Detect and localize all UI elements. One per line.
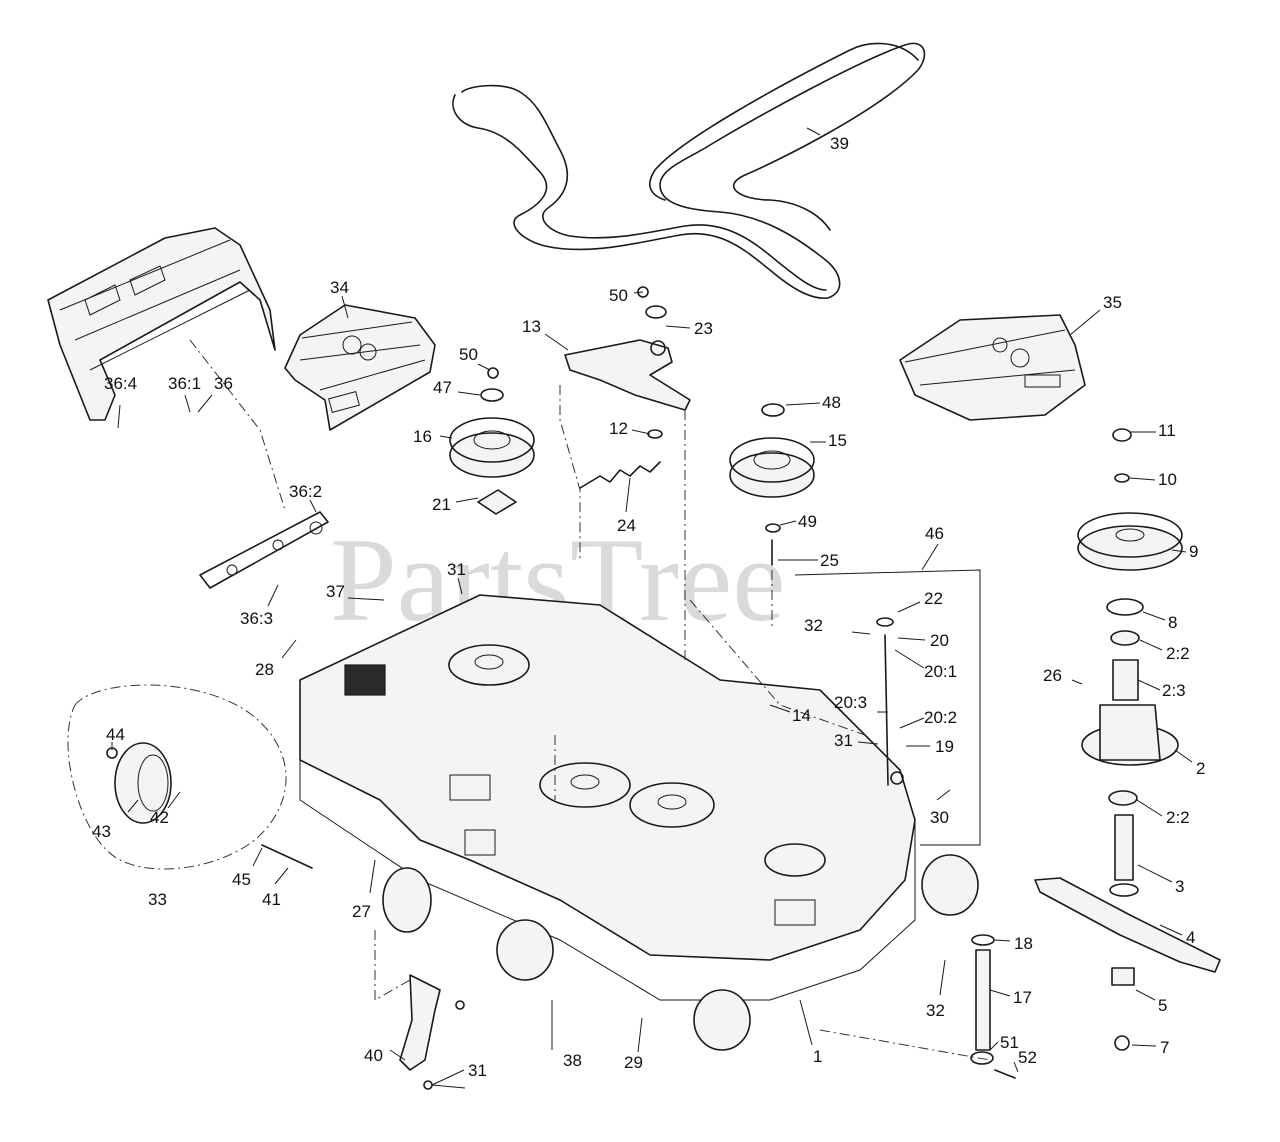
callout-3: 3 (1175, 877, 1184, 896)
callout-24: 24 (617, 516, 636, 535)
callout-39: 39 (830, 134, 849, 153)
callout-33: 33 (148, 890, 167, 909)
callout-32: 32 (926, 1001, 945, 1020)
idler-pulley-right (729, 437, 815, 498)
callout-2: 2 (1196, 759, 1205, 778)
callout-4: 4 (1186, 928, 1195, 947)
callout-36-2: 36:2 (289, 482, 322, 501)
callout-26: 26 (1043, 666, 1062, 685)
assembly-phantom-lines (189, 339, 991, 1061)
callout-2-2: 2:2 (1166, 808, 1190, 827)
caster-wheel-group (67, 684, 313, 870)
callout-35: 35 (1103, 293, 1122, 312)
callout-15: 15 (828, 431, 847, 450)
callout-21: 21 (432, 495, 451, 514)
callout-46: 46 (925, 524, 944, 543)
callout-11: 11 (1158, 421, 1176, 440)
spindle-pulley (1077, 512, 1183, 571)
skid-bracket (399, 974, 465, 1090)
callout-30: 30 (930, 808, 949, 827)
callout-31: 31 (447, 560, 466, 579)
callout-45: 45 (232, 870, 251, 889)
callouts: 39 50 23 34 35 13 50 47 48 16 12 15 36:4… (92, 127, 1205, 1089)
callout-42: 42 (150, 808, 169, 827)
callout-36-3: 36:3 (240, 609, 273, 628)
idler-pulley-left (449, 417, 535, 478)
callout-25: 25 (820, 551, 839, 570)
callout-31: 31 (468, 1061, 487, 1080)
callout-36-1: 36:1 (168, 374, 201, 393)
right-belt-cover (899, 314, 1086, 421)
callout-20-2: 20:2 (924, 708, 957, 727)
callout-27: 27 (352, 902, 371, 921)
callout-2-2: 2:2 (1166, 644, 1190, 663)
callout-51: 51 (1000, 1033, 1019, 1052)
callout-9: 9 (1189, 542, 1198, 561)
spindle-assembly (1081, 428, 1179, 897)
callout-38: 38 (563, 1051, 582, 1070)
callout-12: 12 (609, 419, 628, 438)
callout-44: 44 (106, 725, 125, 744)
callout-43: 43 (92, 822, 111, 841)
callout-50: 50 (459, 345, 478, 364)
callout-8: 8 (1168, 613, 1177, 632)
spring-and-spacer (477, 461, 773, 566)
callout-18: 18 (1014, 934, 1033, 953)
callout-48: 48 (822, 393, 841, 412)
callout-29: 29 (624, 1053, 643, 1072)
callout-23: 23 (694, 319, 713, 338)
callout-13: 13 (522, 317, 541, 336)
small-hardware (480, 286, 785, 533)
callout-28: 28 (255, 660, 274, 679)
callout-7: 7 (1160, 1038, 1169, 1057)
adjuster-rod-assembly (794, 569, 981, 846)
deck-wheels (382, 854, 979, 1051)
blade (1034, 877, 1221, 1051)
callout-2-3: 2:3 (1162, 681, 1186, 700)
front-bracket (199, 511, 329, 589)
callout-22: 22 (924, 589, 943, 608)
idler-arm (564, 339, 691, 411)
front-cover (47, 227, 276, 421)
callout-40: 40 (364, 1046, 383, 1065)
callout-50: 50 (609, 286, 628, 305)
callout-52: 52 (1018, 1048, 1037, 1067)
callout-31: 31 (834, 731, 853, 750)
left-belt-cover (284, 304, 436, 431)
callout-19: 19 (935, 737, 954, 756)
drive-belt (452, 42, 926, 299)
callout-49: 49 (798, 512, 817, 531)
callout-47: 47 (433, 378, 452, 397)
callout-37: 37 (326, 582, 345, 601)
callout-36-4: 36:4 (104, 374, 137, 393)
height-pin (970, 934, 1016, 1079)
callout-16: 16 (413, 427, 432, 446)
callout-20-1: 20:1 (924, 662, 957, 681)
callout-14: 14 (792, 706, 811, 725)
callout-5: 5 (1158, 996, 1167, 1015)
callout-1: 1 (813, 1047, 822, 1066)
callout-32: 32 (804, 616, 823, 635)
callout-41: 41 (262, 890, 281, 909)
mower-deck (299, 594, 916, 1001)
callout-34: 34 (330, 278, 349, 297)
callout-10: 10 (1158, 470, 1177, 489)
callout-20-3: 20:3 (834, 693, 867, 712)
callout-20: 20 (930, 631, 949, 650)
callout-36: 36 (214, 374, 233, 393)
callout-17: 17 (1013, 988, 1032, 1007)
